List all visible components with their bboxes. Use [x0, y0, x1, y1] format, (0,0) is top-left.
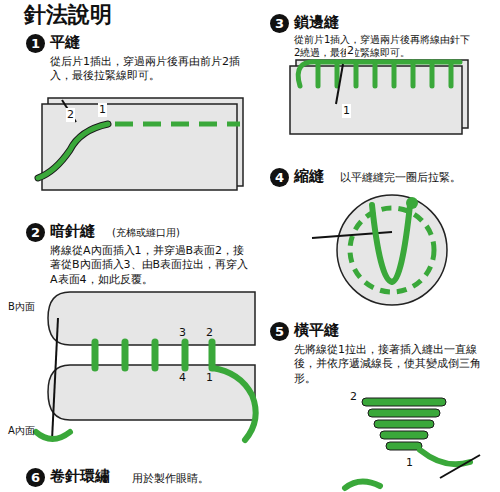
stitch-name: 橫平縫 [294, 321, 339, 341]
step-number: 5 [275, 324, 284, 339]
instruction-text: 以平縫縫完一圈后拉緊。 [340, 171, 490, 185]
instruction-text: 先將線從1拉出，接著插入縫出一直線後，并依序遞減線長，使其變成倒三角形。 [294, 343, 484, 386]
instruction-text: 從后片1插出，穿過兩片後再由前片2插入，最後拉緊線即可。 [50, 55, 240, 84]
step-number-circle: 6 [26, 468, 45, 487]
stitch-note: (充棉或縫口用) [112, 226, 180, 239]
stitch-name: 暗針縫 [50, 222, 95, 242]
step-number: 6 [31, 470, 40, 485]
step-number-circle: 5 [270, 322, 289, 341]
step-number: 1 [31, 36, 40, 51]
callout-number: 1 [406, 456, 413, 470]
stitch-note: 用於製作眼睛。 [132, 472, 209, 486]
step-number: 2 [31, 225, 40, 240]
callout-number: 1 [342, 104, 351, 118]
callout-number: 2 [66, 108, 75, 122]
stitch-name: 卷針環繡 [50, 467, 110, 487]
step-number-circle: 1 [26, 34, 45, 53]
step-number: 4 [275, 170, 284, 185]
stitch-name: 平縫 [50, 33, 80, 53]
callout-number: 2 [206, 326, 213, 340]
step-number: 3 [275, 16, 284, 31]
instruction-text: 將線從A內面插入1，并穿過B表面2，接著從B內面插入3、由B表面拉出，再穿入A表… [50, 244, 250, 287]
step-number-circle: 4 [270, 168, 289, 187]
callout-number: 3 [179, 326, 186, 340]
instruction-text: 從前片1插入，穿過兩片後再將線由針下2繞過，最後拉緊線即可。 [294, 33, 474, 59]
callout-number: 4 [179, 371, 186, 385]
callout-number: 2 [346, 44, 355, 58]
callout-number: 1 [206, 371, 213, 385]
stitch-name: 縮縫 [294, 167, 324, 187]
step-number-circle: 2 [26, 223, 45, 242]
stitch-name: 鎖邊縫 [294, 13, 339, 33]
callout-number: 1 [98, 103, 107, 117]
fabric-label: A內面 [8, 424, 35, 437]
callout-number: 2 [350, 390, 357, 404]
step-number-circle: 3 [270, 14, 289, 33]
diagram-title: 針法說明 [24, 1, 112, 30]
fabric-label: B內面 [8, 300, 35, 313]
